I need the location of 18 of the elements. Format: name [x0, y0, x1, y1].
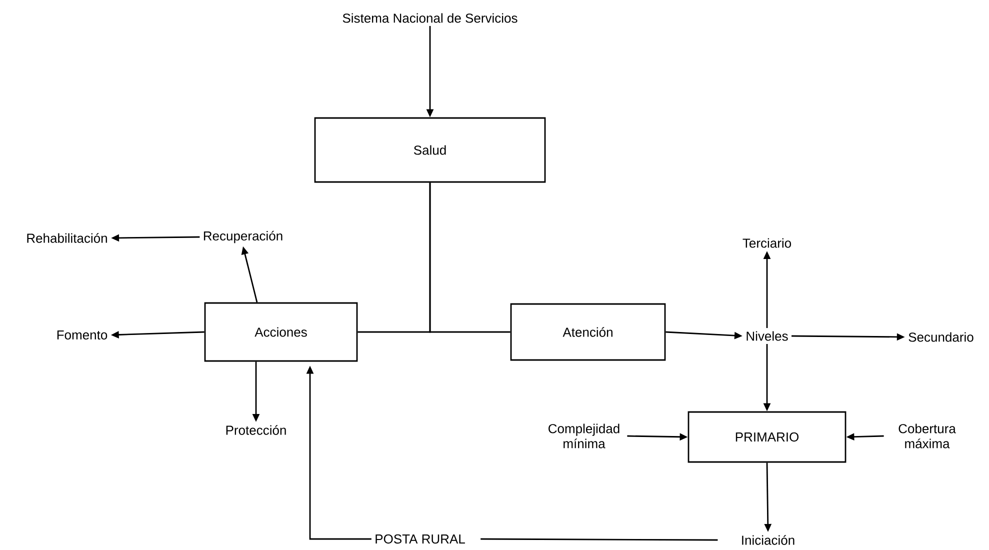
node-label: Fomento: [57, 330, 108, 340]
process-box: Atención: [510, 303, 666, 361]
process-box: PRIMARIO: [688, 411, 846, 463]
node-label: Sistema Nacional de Servicios: [342, 13, 518, 23]
connector-line: [480, 538, 718, 541]
node-label: Iniciación: [742, 535, 794, 545]
node-label: Secundario: [908, 332, 974, 342]
node-label: Recuperación: [204, 230, 282, 244]
node-label: Niveles: [746, 331, 788, 341]
node-label: Protección: [226, 425, 286, 435]
process-box: Acciones: [204, 302, 358, 362]
node-label: Terciario: [742, 238, 792, 248]
process-box: Salud: [314, 117, 546, 183]
connector-line: [429, 182, 510, 333]
node-label: Cobertura máxima: [898, 424, 956, 448]
node-label: Rehabilitación: [27, 233, 107, 243]
node-label: POSTA RURAL: [376, 534, 465, 544]
node-label: Complejidad mínima: [548, 424, 620, 448]
